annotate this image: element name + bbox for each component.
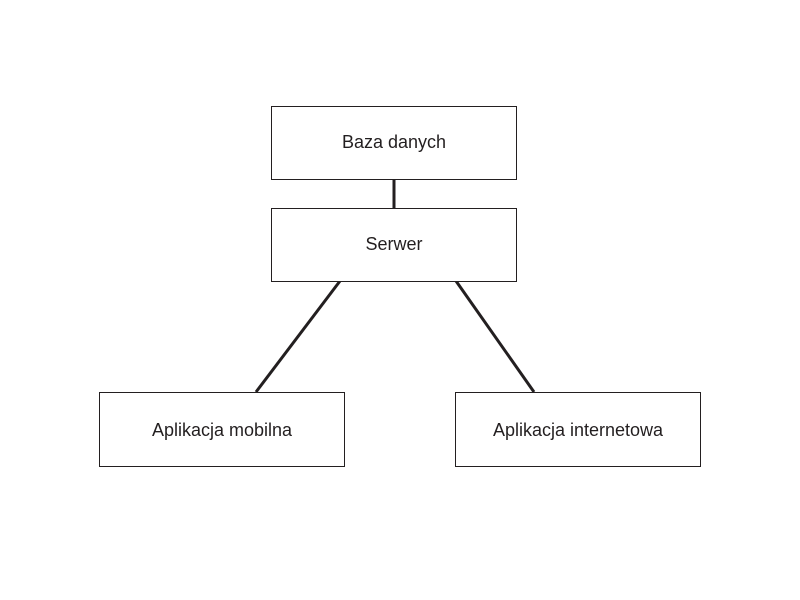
node-web-app: Aplikacja internetowa [455,392,701,467]
node-database-label: Baza danych [342,132,446,152]
node-web-app-box [455,392,701,467]
node-web-app-label: Aplikacja internetowa [493,420,664,440]
node-server-box [271,208,517,282]
node-mobile-app-label: Aplikacja mobilna [152,420,293,440]
node-server: Serwer [271,208,517,282]
node-database-box [271,106,517,180]
node-server-label: Serwer [365,234,422,254]
node-database: Baza danych [271,106,517,180]
edge-server-mobile-app [254,280,342,393]
node-mobile-app-box [99,392,345,467]
edge-server-web-app [454,280,536,393]
node-mobile-app: Aplikacja mobilna [99,392,345,467]
